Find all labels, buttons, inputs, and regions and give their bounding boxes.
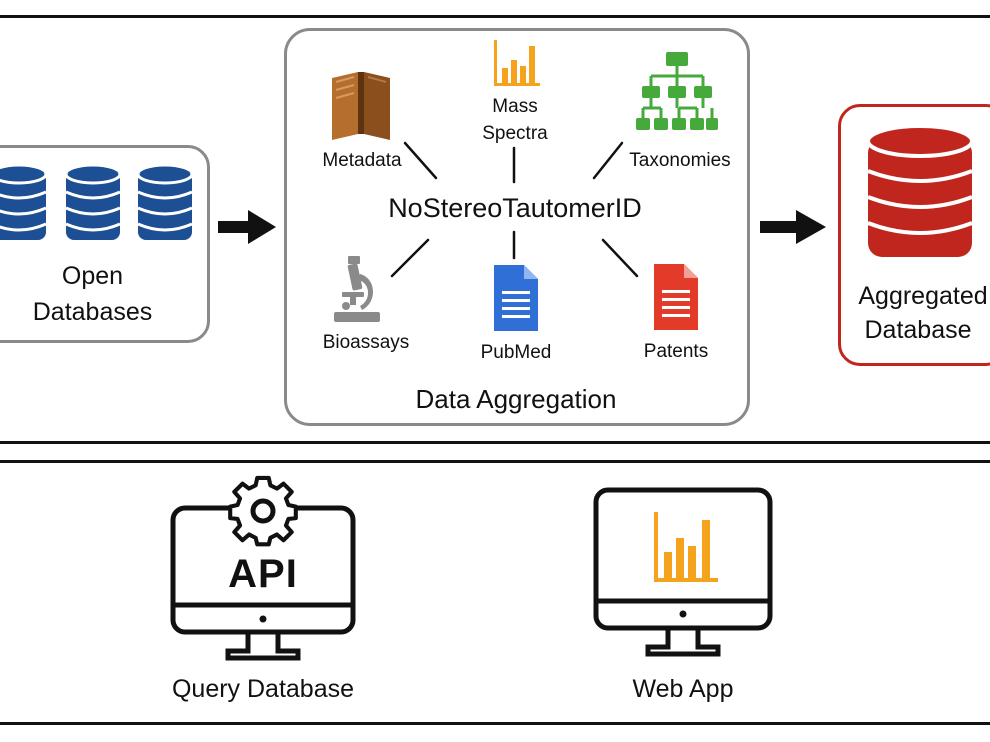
- top-panel-bottom-border: [0, 441, 990, 444]
- mass-spectra-label-line1: Mass: [492, 96, 538, 117]
- data-aggregation-box: [284, 28, 750, 426]
- monitor-icon: [170, 505, 356, 661]
- database-icon: [866, 124, 974, 257]
- pubmed-label: PubMed: [480, 342, 552, 363]
- book-icon: [332, 72, 390, 140]
- database-icon: [0, 163, 194, 240]
- microscope-icon: [334, 256, 380, 322]
- top-border: [0, 15, 990, 18]
- bioassays-label: Bioassays: [322, 332, 410, 353]
- tree-hierarchy-icon: [636, 52, 718, 130]
- taxonomies-label: Taxonomies: [629, 150, 731, 171]
- open-databases-box: [0, 145, 210, 343]
- center-id-label: NoStereoTautomerID: [388, 193, 642, 223]
- mass-spectra-label-line2: Spectra: [482, 123, 548, 144]
- bottom-border: [0, 722, 990, 725]
- query-database-label: Query Database: [171, 675, 355, 703]
- document-icon: [654, 264, 698, 330]
- aggregated-database-label-line1: Aggregated: [858, 282, 988, 310]
- aggregated-database-box: [838, 104, 990, 366]
- data-aggregation-caption: Data Aggregation: [415, 384, 617, 414]
- patents-label: Patents: [643, 341, 709, 362]
- bar-chart-icon: [494, 40, 540, 86]
- arrow-right-icon: [218, 210, 276, 244]
- arrow-right-icon: [760, 210, 826, 244]
- connector-lines: [390, 141, 639, 278]
- gear-icon: [228, 475, 298, 547]
- web-app-label: Web App: [632, 675, 734, 703]
- metadata-label: Metadata: [322, 150, 402, 171]
- bottom-panel-top-border: [0, 460, 990, 463]
- bar-chart-icon: [654, 512, 718, 582]
- aggregated-database-label-line2: Database: [864, 316, 972, 344]
- document-icon: [494, 265, 538, 331]
- open-databases-label-line1: Open: [61, 262, 124, 290]
- open-databases-label-line2: Databases: [32, 298, 153, 326]
- api-screen-text: API: [228, 552, 298, 596]
